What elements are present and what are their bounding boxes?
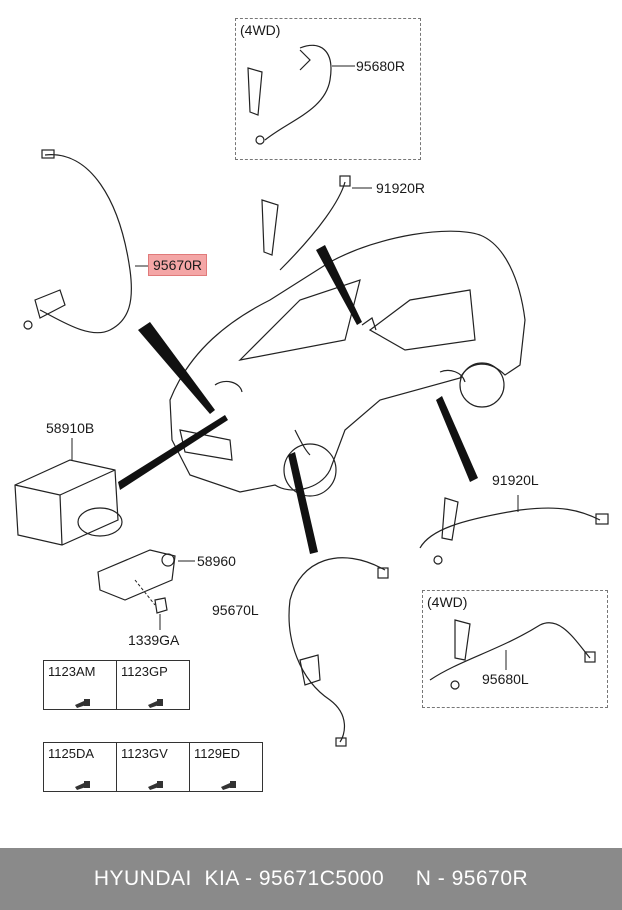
- callout-95680L[interactable]: 95680L: [482, 671, 529, 687]
- bolt-code: 1125DA: [48, 746, 95, 761]
- abs-module: [14, 459, 119, 546]
- leader-91920L: [436, 396, 478, 482]
- car-body: [169, 230, 526, 493]
- bolt-table-row2: 1125DA 1123GV 1129ED: [43, 742, 263, 792]
- sensor-95670L-wire: [288, 557, 386, 743]
- nut-1339GA: [154, 597, 168, 614]
- bolt-icon: [75, 781, 90, 790]
- sensor-95670R-wire: [39, 154, 132, 334]
- bolt-icon: [221, 781, 236, 790]
- harness-91920R-wire: [279, 181, 346, 271]
- bolt-cell[interactable]: 1123GV: [116, 742, 190, 792]
- callout-95680R[interactable]: 95680R: [356, 58, 406, 74]
- bolt-icon: [148, 781, 163, 790]
- callout-58910B[interactable]: 58910B: [46, 420, 95, 436]
- leader-58910B: [118, 415, 228, 490]
- wd4-tag-bottom: (4WD): [427, 594, 468, 610]
- callout-91920L[interactable]: 91920L: [492, 472, 539, 488]
- bolt-icon: [148, 699, 163, 708]
- callout-95670L[interactable]: 95670L: [212, 602, 259, 618]
- callout-1339GA[interactable]: 1339GA: [128, 632, 180, 648]
- bolt-code: 1123GV: [121, 746, 168, 761]
- sensor-95680R-bracket: [247, 67, 263, 116]
- wd4-box-top: [235, 18, 421, 160]
- callout-95670R-highlighted[interactable]: 95670R: [148, 254, 208, 276]
- bolt-cell[interactable]: 1123GP: [116, 660, 190, 710]
- bolt-cell[interactable]: 1123AM: [43, 660, 117, 710]
- leader-91920R: [316, 245, 362, 325]
- harness-91920L-wire: [419, 507, 601, 549]
- bolt-cell[interactable]: 1125DA: [43, 742, 117, 792]
- footer-text: HYUNDAI KIA - 95671C5000 N - 95670R: [93, 867, 529, 890]
- bolt-table-row1: 1123AM 1123GP: [43, 660, 190, 710]
- sensor-95680L-wire: [429, 622, 591, 681]
- bracket-58960: [97, 549, 176, 601]
- wd4-box-bottom: [422, 590, 608, 708]
- bolt-code: 1123AM: [48, 664, 96, 679]
- leader-95670L: [288, 452, 318, 554]
- callout-91920R[interactable]: 91920R: [376, 180, 426, 196]
- bolt-icon: [75, 699, 90, 708]
- bolt-code: 1129ED: [194, 746, 241, 761]
- footer-part-number-bar: HYUNDAI KIA - 95671C5000 N - 95670R: [0, 848, 622, 910]
- callout-58960[interactable]: 58960: [197, 553, 236, 569]
- leader-95670R: [138, 322, 215, 414]
- bolt-cell[interactable]: 1129ED: [189, 742, 263, 792]
- wd4-tag-top: (4WD): [240, 22, 281, 38]
- sensor-95680R-wire: [264, 44, 332, 141]
- bolt-code: 1123GP: [121, 664, 168, 679]
